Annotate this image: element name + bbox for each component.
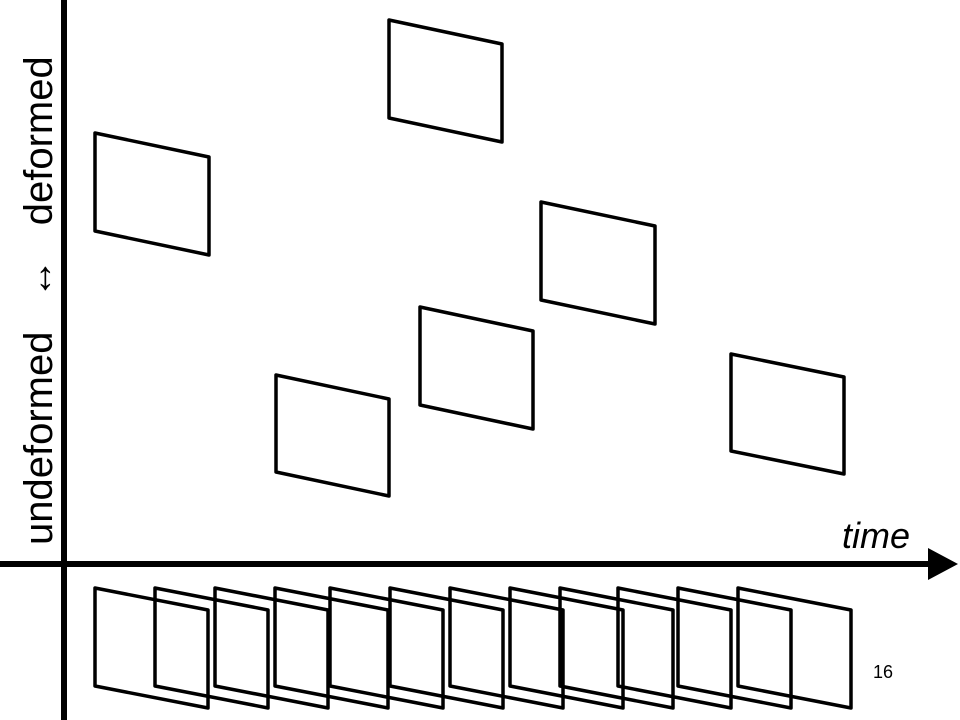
frame-sequence-item	[153, 586, 270, 710]
frame-sequence-item	[93, 586, 210, 710]
frame-sequence-item	[676, 586, 793, 710]
frame-sequence-item	[388, 586, 505, 710]
y-axis-label-high: deformed	[17, 56, 61, 225]
frame-deformed-4	[418, 305, 535, 431]
frame-sequence-item	[273, 586, 390, 710]
frame-deformed-5	[274, 373, 391, 498]
frame-sequence-item	[448, 586, 565, 710]
frame-sequence-item	[616, 586, 733, 710]
frame-sequence-item	[508, 586, 625, 710]
time-axis-arrowhead	[928, 548, 958, 580]
frame-deformed-1	[93, 131, 211, 257]
page-number: 16	[873, 662, 893, 682]
frame-deformed-6	[729, 352, 846, 476]
frame-sequence-row	[93, 586, 853, 710]
frame-sequence-item	[558, 586, 675, 710]
frame-deformed-3	[539, 200, 657, 326]
frame-sequence-item	[213, 586, 330, 710]
y-axis-arrow-symbol: ↔	[17, 258, 61, 298]
frame-sequence-item	[736, 586, 853, 710]
frame-sequence-item	[328, 586, 445, 710]
y-axis-label: undeformed ↔ deformed	[17, 56, 61, 545]
x-axis-label: time	[842, 515, 910, 556]
frame-deformed-2	[387, 18, 504, 144]
y-axis-label-low: undeformed	[17, 332, 61, 545]
